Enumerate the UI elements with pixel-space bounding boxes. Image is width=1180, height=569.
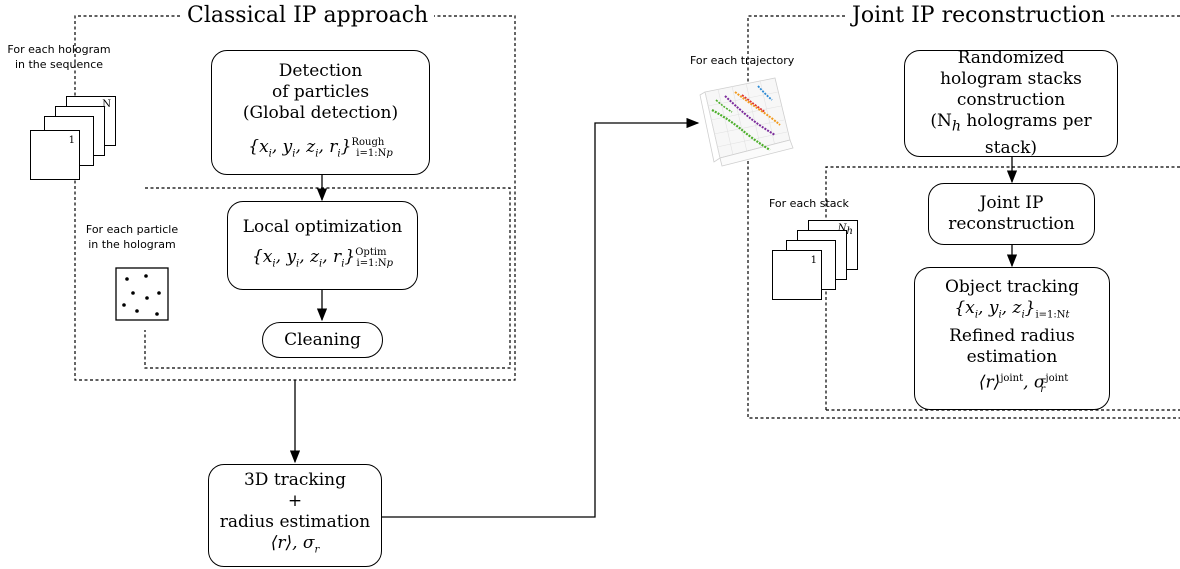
- local-opt-line1: Local optimization: [242, 216, 403, 237]
- hologram-note: For each hologram in the sequence: [4, 42, 114, 72]
- randomized-line4-sub: h: [951, 118, 961, 135]
- detection-line3: (Global detection): [242, 102, 399, 123]
- trajectory-plot-icon: [699, 77, 794, 167]
- stack-sheet-top-label: Nh: [838, 223, 853, 237]
- particle-note: For each particle in the hologram: [72, 222, 192, 252]
- object-tracking-box: Object tracking {xi, yi, zi}i=1:Nt Refin…: [914, 267, 1110, 410]
- detection-formula: {xi, yi, zi, ri}Roughi=1:Np: [248, 136, 393, 160]
- object-tracking-formula2-a: ⟨r⟩: [978, 372, 1001, 393]
- tracking-formula: ⟨r⟩, σr: [271, 533, 320, 560]
- tracking-box: 3D tracking + radius estimation ⟨r⟩, σr: [208, 464, 382, 567]
- randomized-line1: Randomized: [957, 48, 1065, 69]
- joint-title: Joint IP reconstruction: [846, 4, 1112, 28]
- local-opt-formula: {xi, yi, zi, ri}Optimi=1:Np: [252, 246, 393, 270]
- stack-top-N: N: [837, 223, 847, 234]
- object-tracking-formula: {xi, yi, zi}i=1:Nt: [954, 298, 1070, 321]
- hologram-note-line2: in the sequence: [14, 58, 104, 71]
- joint-recon-line1: Joint IP: [979, 193, 1044, 213]
- hologram-note-line1: For each hologram: [7, 43, 111, 56]
- cleaning-box: Cleaning: [262, 322, 383, 358]
- randomized-line4-b: holograms per stack): [960, 111, 1092, 158]
- tracking-line3: radius estimation: [219, 512, 371, 533]
- object-tracking-formula2-b: , σ: [1023, 372, 1046, 393]
- local-optimization-box: Local optimization {xi, yi, zi, ri}Optim…: [227, 201, 418, 290]
- randomized-line4: (Nh holograms per stack): [905, 111, 1117, 158]
- cleaning-label: Cleaning: [284, 329, 361, 350]
- hologram-sheet: 1: [30, 130, 80, 180]
- tracking-formula-sub: r: [314, 544, 320, 556]
- classical-title: Classical IP approach: [181, 4, 435, 28]
- object-tracking-line1: Object tracking: [944, 277, 1080, 298]
- stack-top-sub: h: [846, 226, 853, 237]
- object-tracking-formula2-sup2: joint: [1045, 372, 1069, 384]
- hologram-sheet-bottom-label: 1: [68, 135, 75, 146]
- arrow-tracking-to-joint: [381, 117, 700, 518]
- hologram-sheet-top-label: N: [102, 99, 111, 110]
- object-tracking-formula2: ⟨r⟩joint, σjointr: [978, 368, 1068, 400]
- object-tracking-sub-text: i=1:N: [1035, 309, 1066, 321]
- detection-box: Detection of particles (Global detection…: [211, 50, 430, 175]
- stack-note: For each stack: [769, 197, 849, 210]
- detection-line2: of particles: [271, 81, 370, 102]
- particle-frame: [144, 187, 511, 369]
- particle-dots: [122, 274, 161, 316]
- detection-line1: Detection: [278, 60, 363, 81]
- detection-formula-sub: i=1:N: [356, 148, 387, 160]
- trajectory-note: For each trajectory: [690, 54, 795, 67]
- local-opt-formula-sub: i=1:N: [356, 258, 387, 270]
- joint-recon-line2: reconstruction: [948, 214, 1075, 234]
- local-opt-formula-sup: Optim: [355, 246, 387, 258]
- tracking-line2: +: [287, 491, 303, 512]
- object-tracking-formula-sub: i=1:Nt: [1035, 309, 1070, 321]
- joint-reconstruction-box: Joint IP reconstruction: [928, 183, 1095, 245]
- particle-note-line2: in the hologram: [88, 238, 176, 251]
- stack-frame: [825, 166, 1180, 410]
- object-tracking-line3: Refined radius: [949, 325, 1075, 346]
- joint-frame: [747, 15, 1180, 419]
- particle-sheet: [115, 267, 169, 321]
- randomized-box: Randomized hologram stacks construction …: [904, 48, 1118, 158]
- randomized-line2: hologram stacks: [940, 69, 1082, 90]
- randomized-line3: construction: [956, 90, 1066, 111]
- randomized-line4-a: (N: [930, 111, 952, 132]
- object-tracking-formula2-sup1: joint: [1000, 372, 1024, 384]
- object-tracking-line4: estimation: [966, 346, 1058, 367]
- tracking-formula-text: ⟨r⟩, σ: [270, 533, 315, 554]
- particle-note-line1: For each particle: [85, 223, 179, 236]
- tracking-line1: 3D tracking: [243, 470, 347, 491]
- stack-sheet: 1: [772, 250, 822, 300]
- detection-formula-sup: Rough: [351, 136, 385, 148]
- stack-sheet-bottom-label: 1: [810, 255, 817, 266]
- object-tracking-formula2-sub: r: [1040, 383, 1046, 395]
